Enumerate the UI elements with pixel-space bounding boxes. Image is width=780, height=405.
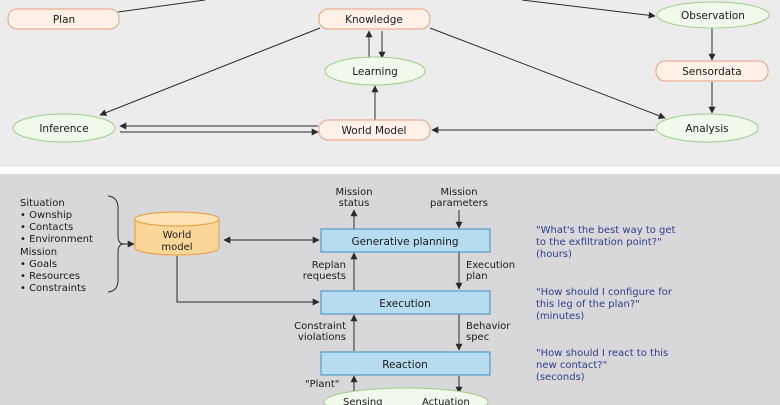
situation-item-contacts: • Contacts <box>20 222 73 233</box>
node-plan-label: Plan <box>53 14 75 26</box>
quote-execution-line-1: "How should I configure for <box>536 287 673 298</box>
node-analysis-shape <box>655 113 759 143</box>
situation-item-ownship: • Ownship <box>20 210 72 221</box>
node-inference-shape <box>12 113 116 143</box>
world-model-cylinder-label-1: World <box>163 230 192 241</box>
sensing-label: Sensing <box>343 397 383 405</box>
situation-mission-list: Situation • Ownship • Contacts • Environ… <box>20 195 125 294</box>
bottom-edges <box>124 209 463 394</box>
top-edges <box>99 0 716 136</box>
panel-divider <box>0 167 780 174</box>
generative-planning-label: Generative planning <box>351 236 458 248</box>
mission-status-label-2: status <box>339 198 370 209</box>
quote-planning: "What's the best way to get to the exfil… <box>536 225 676 260</box>
quote-execution-line-2: this leg of the plan?" <box>536 299 640 310</box>
node-learning-label: Learning <box>352 66 398 78</box>
constraint-violations-label-2: violations <box>298 332 346 343</box>
quote-reaction-line-3: (seconds) <box>536 372 585 383</box>
node-learning: Learning <box>324 56 426 86</box>
node-observation: Observation <box>656 1 770 29</box>
execution-box: Execution <box>320 290 491 315</box>
generative-planning-box: Generative planning <box>320 228 491 253</box>
node-world-model-box <box>318 119 431 141</box>
mission-item-goals: • Goals <box>20 259 57 270</box>
execution-plan-label-1: Execution <box>466 260 515 271</box>
quote-reaction-line-1: "How should I react to this <box>536 348 668 359</box>
quote-planning-line-2: to the exfiltration point?" <box>536 237 662 248</box>
situation-heading: Situation <box>20 198 65 209</box>
world-model-cylinder-body <box>134 219 220 256</box>
execution-rect <box>320 290 491 315</box>
generative-planning-rect <box>320 228 491 253</box>
quote-execution-line-3: (minutes) <box>536 311 584 322</box>
quote-execution: "How should I configure for this leg of … <box>536 287 673 322</box>
plant-ellipse-shape <box>323 387 489 405</box>
node-sensordata-label: Sensordata <box>682 66 741 78</box>
actuation-label: Actuation <box>422 397 470 405</box>
quote-reaction-line-2: new contact?" <box>536 360 607 371</box>
edge-plan-out <box>117 0 206 13</box>
replan-requests-label-1: Replan <box>312 260 346 271</box>
node-sensordata: Sensordata <box>655 60 769 82</box>
mission-item-constraints: • Constraints <box>20 283 86 294</box>
reaction-box: Reaction <box>320 351 491 376</box>
mission-item-resources: • Resources <box>20 271 80 282</box>
node-plan: Plan <box>7 8 120 30</box>
edge-knowledge-to-analysis <box>429 27 666 120</box>
edge-observation-in <box>521 0 656 19</box>
node-analysis-label: Analysis <box>685 123 728 135</box>
plant-ellipse: Sensing Actuation <box>323 387 489 405</box>
mission-heading: Mission <box>20 247 57 258</box>
node-inference-label: Inference <box>39 123 88 135</box>
node-world-model: World Model <box>318 119 431 141</box>
node-observation-label: Observation <box>681 10 745 22</box>
plant-label: "Plant" <box>305 379 339 390</box>
node-knowledge-box <box>318 8 431 30</box>
execution-label: Execution <box>379 298 431 310</box>
world-model-cylinder-label-2: model <box>161 242 192 253</box>
execution-plan-label-2: plan <box>466 271 488 282</box>
quote-reaction: "How should I react to this new contact?… <box>536 348 668 383</box>
world-model-cylinder-top <box>134 211 220 227</box>
node-knowledge: Knowledge <box>318 8 431 30</box>
mission-status-label-1: Mission <box>335 187 372 198</box>
replan-requests-label-2: requests <box>303 271 346 282</box>
node-observation-shape <box>656 1 770 29</box>
node-world-model-label: World Model <box>342 125 407 137</box>
node-analysis: Analysis <box>655 113 759 143</box>
constraint-violations-label-1: Constraint <box>294 321 346 332</box>
quote-planning-line-1: "What's the best way to get <box>536 225 676 236</box>
edge-worldmodel-to-execution <box>176 256 320 306</box>
reaction-rect <box>320 351 491 376</box>
behavior-spec-label-2: spec <box>466 332 489 343</box>
quote-planning-line-3: (hours) <box>536 249 572 260</box>
behavior-spec-label-1: Behavior <box>466 321 511 332</box>
mission-parameters-label-2: parameters <box>430 198 488 209</box>
reaction-label: Reaction <box>382 359 428 371</box>
node-learning-shape <box>324 56 426 86</box>
node-inference: Inference <box>12 113 116 143</box>
world-model-cylinder: World model <box>134 211 220 256</box>
node-knowledge-label: Knowledge <box>345 14 403 26</box>
node-plan-box <box>7 8 120 30</box>
mission-parameters-label-1: Mission <box>440 187 477 198</box>
edge-knowledge-to-inference <box>99 27 321 116</box>
node-sensordata-box <box>655 60 769 82</box>
situation-item-environment: • Environment <box>20 234 93 245</box>
